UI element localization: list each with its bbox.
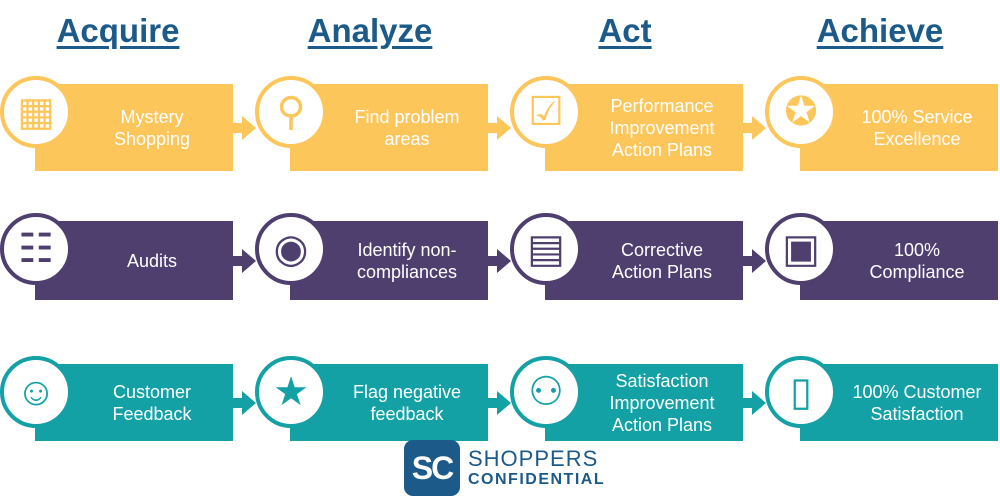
step-label: Mystery Shopping [113,106,191,149]
certificate-icon: ▣ [765,213,837,285]
arrow-right-icon [242,248,256,273]
arrow-right-icon [752,115,766,140]
step-label: Identify non-compliances [356,239,458,282]
arrow-stem [233,255,243,266]
arrow-right-icon [242,115,256,140]
arrow-right-icon [497,115,511,140]
star-message-icon: ★ [255,356,327,428]
header-acquire: Acquire [56,12,180,49]
header-act: Act [598,12,652,49]
header-analyze: Analyze [307,12,433,49]
step-label: Satisfaction Improvement Action Plans [609,370,715,435]
arrow-stem [233,397,243,408]
storefront-icon: ▦ [0,76,72,148]
step-label: 100% Compliance [869,239,965,282]
clipboard-icon: ☷ [0,213,72,285]
arrow-stem [488,397,498,408]
step-label: Audits [126,250,178,271]
step-label: Customer Feedback [112,381,192,424]
arrow-right-icon [752,248,766,273]
step-label: Flag negative feedback [352,381,462,424]
arrow-stem [743,255,753,266]
arrow-stem [488,255,498,266]
blueprint-icon: ▤ [510,213,582,285]
logo: SC SHOPPERS CONFIDENTIAL [404,440,605,496]
people-chat-icon: ☺ [0,356,72,428]
logo-line2: CONFIDENTIAL [468,471,606,488]
step-label: Corrective Action Plans [611,239,713,282]
arrow-stem [488,122,498,133]
arrow-right-icon [242,390,256,415]
step-label: 100% Service Excellence [861,106,973,149]
magnifier-icon: ⚲ [255,76,327,148]
arrow-stem [233,122,243,133]
arrow-stem [743,397,753,408]
step-label: Find problem areas [354,106,460,149]
logo-line1: SHOPPERS [468,446,599,471]
medal-icon: ✪ [765,76,837,148]
checklist-icon: ☑ [510,76,582,148]
arrow-stem [743,122,753,133]
eye-icon: ◉ [255,213,327,285]
step-label: Performance Improvement Action Plans [609,95,715,160]
arrow-right-icon [752,390,766,415]
header-achieve: Achieve [816,12,944,49]
step-label: 100% Customer Satisfaction [852,381,982,424]
phone-user-icon: ▯ [765,356,837,428]
arrow-right-icon [497,390,511,415]
logo-mark: SC [404,440,460,496]
arrow-right-icon [497,248,511,273]
meeting-icon: ⚇ [510,356,582,428]
